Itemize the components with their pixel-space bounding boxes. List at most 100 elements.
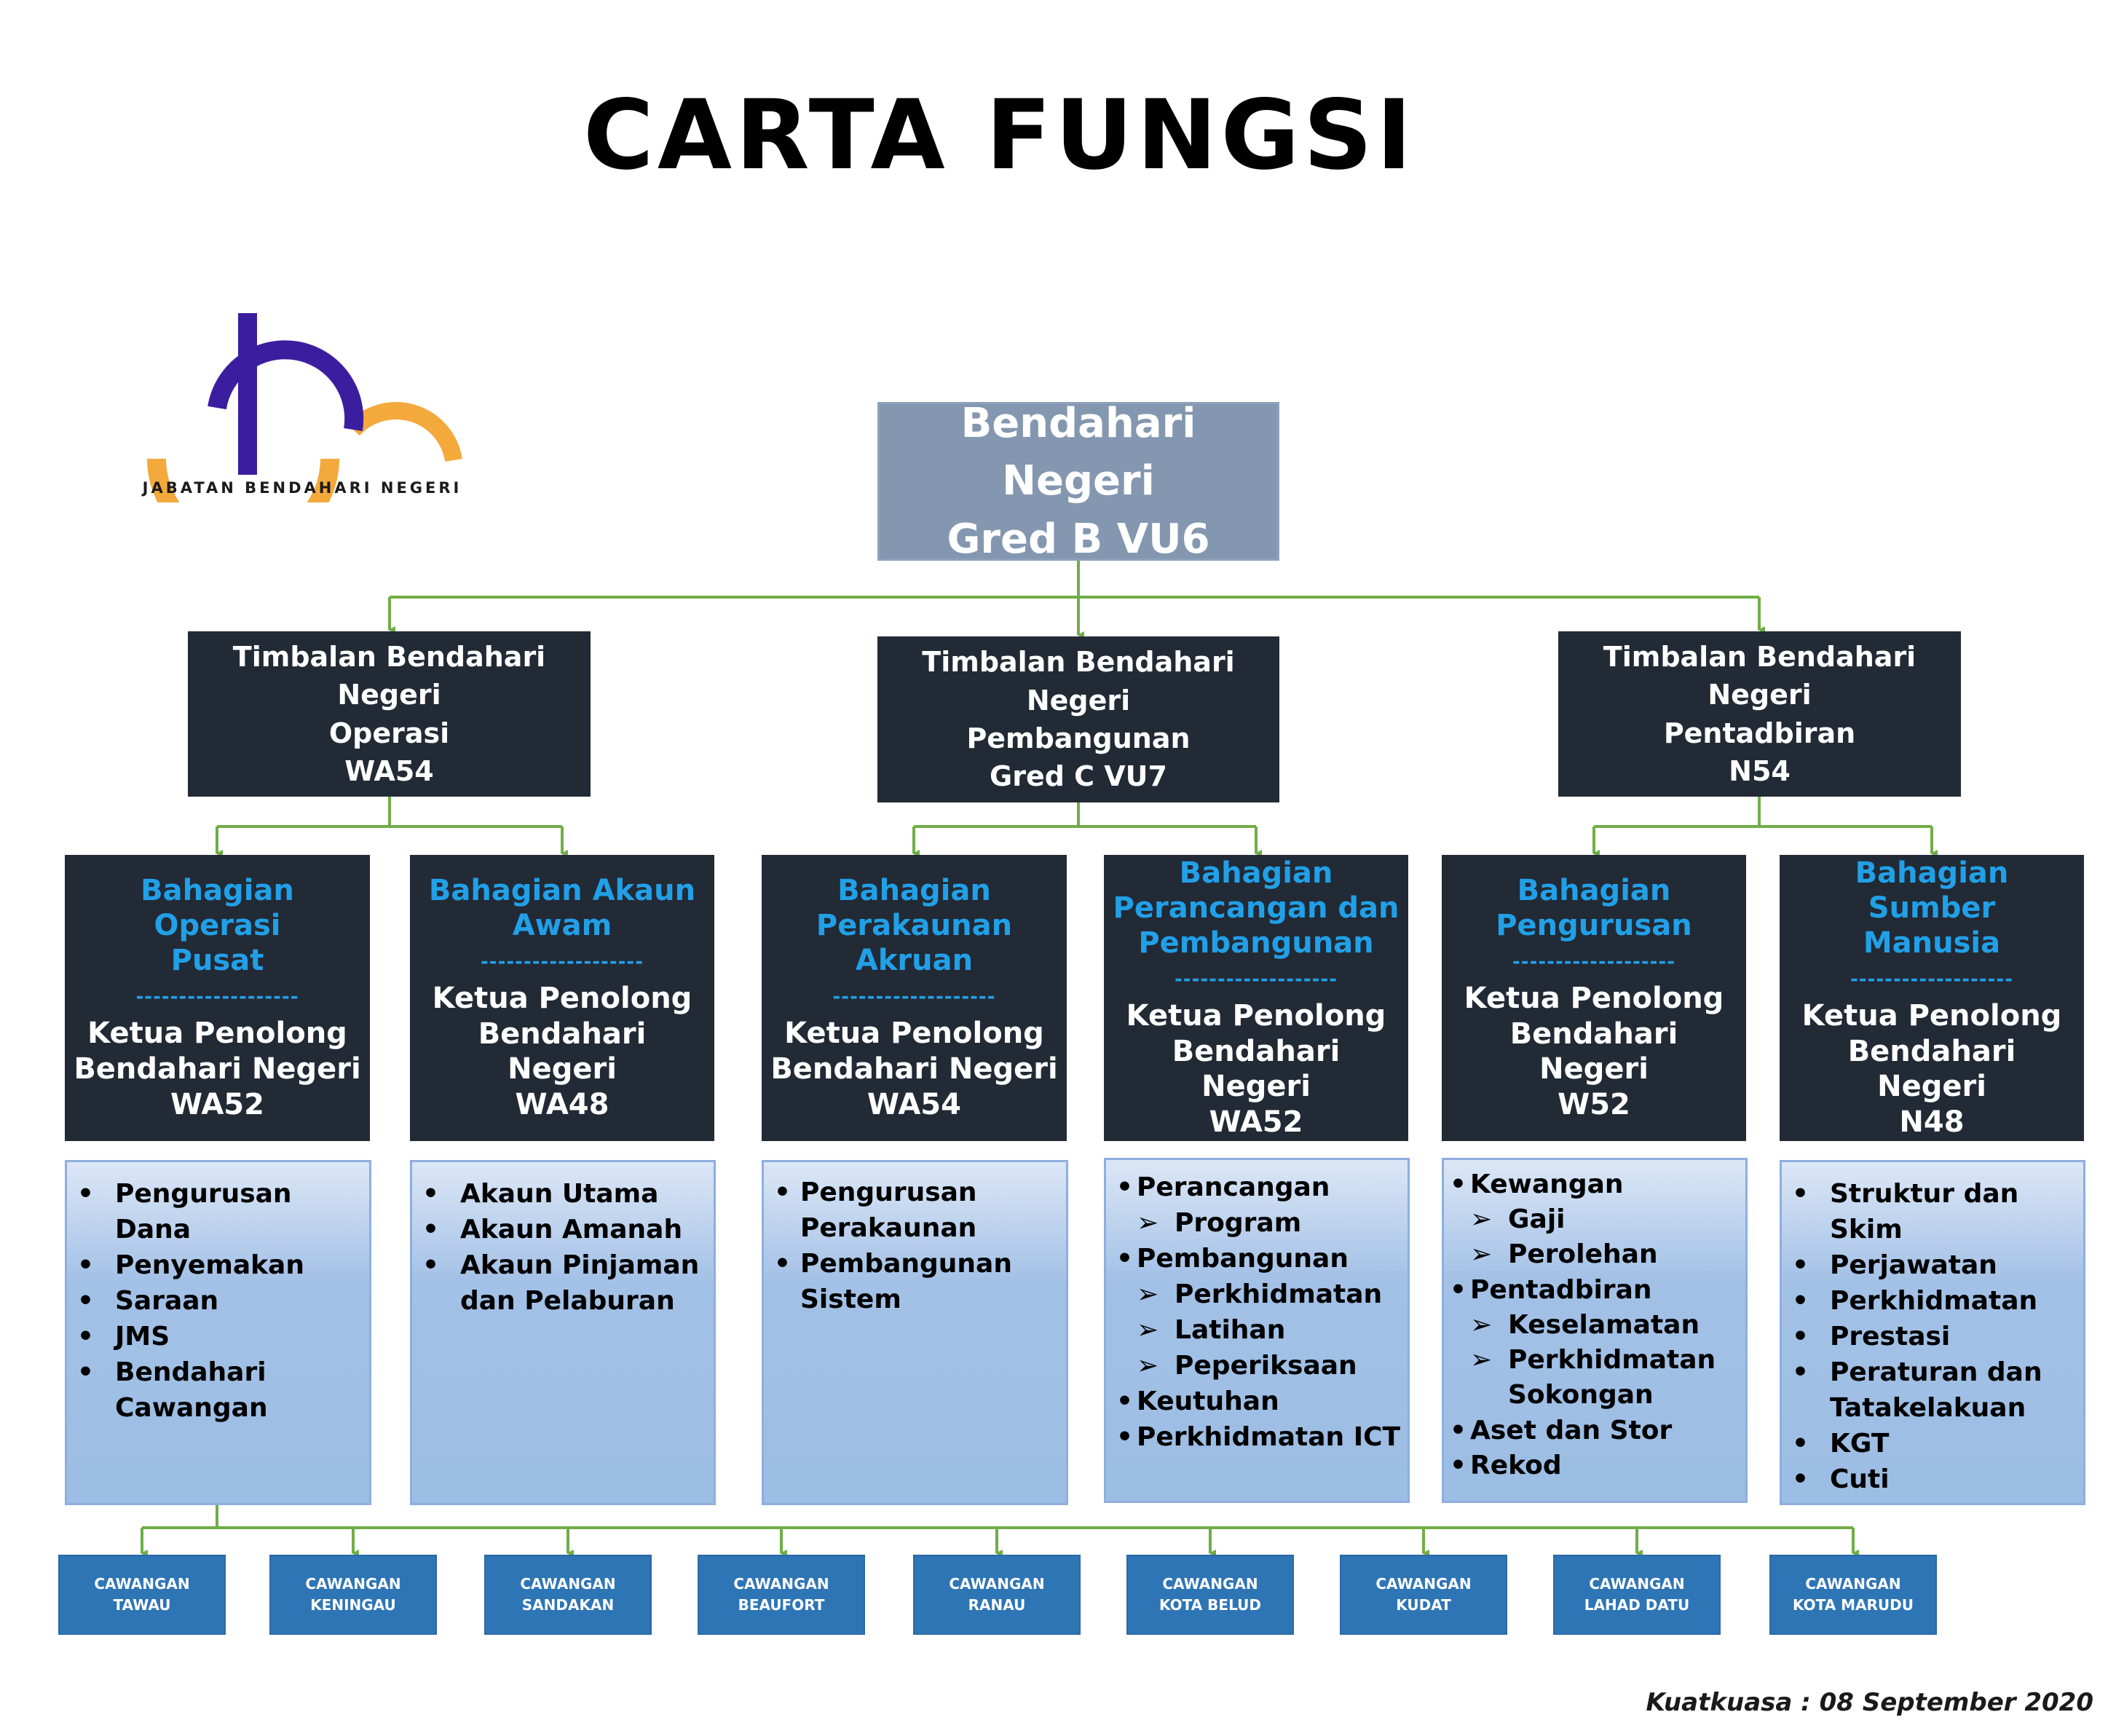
deputy-pembangunan-line1: Timbalan Bendahari Negeri <box>922 646 1235 717</box>
functions-perancangan-pembangunan: Perancangan Program Pembangunan Perkhidm… <box>1104 1158 1410 1503</box>
division-role-line: Ketua Penolong <box>1801 998 2062 1033</box>
branch-label: CAWANGAN <box>1805 1575 1901 1593</box>
list-subitem: Keselamatan <box>1470 1308 1742 1343</box>
list-item: Aset dan Stor <box>1450 1413 1742 1448</box>
functions-akaun-awam: Akaun Utama Akaun Amanah Akaun Pinjamand… <box>410 1160 716 1505</box>
branch-name: LAHAD DATU <box>1584 1596 1690 1614</box>
division-role-line: WA54 <box>867 1087 961 1121</box>
division-name-line: Perancangan dan <box>1113 891 1400 925</box>
division-name-line: Awam <box>512 909 612 942</box>
branch-tawau: CAWANGAN TAWAU <box>58 1555 226 1635</box>
division-name-line: Bahagian Sumber <box>1855 856 2009 925</box>
list-item: Pengurusan Dana <box>71 1177 365 1248</box>
list-subitem: Gaji <box>1470 1202 1742 1237</box>
box-bahagian-akaun-awam: Bahagian Akaun Awam ------------------- … <box>410 855 714 1141</box>
deputy-pentadbiran-line1: Timbalan Bendahari Negeri <box>1603 640 1916 711</box>
division-name-line: Bahagian <box>1517 874 1671 907</box>
box-bahagian-perakaunan-akruan: Bahagian Perakaunan Akruan -------------… <box>762 855 1067 1141</box>
division-separator: ------------------- <box>480 951 644 973</box>
branch-label: CAWANGAN <box>1375 1575 1472 1593</box>
branch-kota-marudu: CAWANGAN KOTA MARUDU <box>1769 1555 1937 1635</box>
division-role-line: Ketua Penolong <box>87 1017 347 1051</box>
division-name-line: Bahagian Operasi <box>141 874 294 943</box>
functions-sumber-manusia: Struktur dan Skim Perjawatan Perkhidmata… <box>1780 1160 2085 1505</box>
division-name-line: Manusia <box>1863 926 2001 960</box>
box-bahagian-pengurusan: Bahagian Pengurusan ------------------- … <box>1442 855 1746 1141</box>
list-item: Perjawatan <box>1786 1248 2080 1284</box>
division-separator: ------------------- <box>1512 951 1676 973</box>
branch-label: CAWANGAN <box>94 1575 190 1593</box>
list-item: Pembangunan Perkhidmatan Latihan Peperik… <box>1116 1242 1405 1384</box>
box-bahagian-operasi-pusat: Bahagian Operasi Pusat -----------------… <box>65 855 370 1141</box>
branch-label: CAWANGAN <box>520 1575 616 1593</box>
division-name-line: Bahagian Akaun <box>428 874 696 907</box>
list-item: Kewangan Gaji Perolehan <box>1450 1167 1742 1273</box>
branch-lahad-datu: CAWANGAN LAHAD DATU <box>1553 1555 1721 1635</box>
division-name-line: Perakaunan <box>816 909 1013 943</box>
division-role-line: Ketua Penolong <box>432 981 692 1015</box>
division-separator: ------------------- <box>832 986 996 1009</box>
division-role-line: Ketua Penolong <box>784 1017 1044 1051</box>
box-bahagian-sumber-manusia: Bahagian Sumber Manusia ----------------… <box>1780 855 2084 1141</box>
division-role-line: W52 <box>1558 1088 1630 1122</box>
box-timbalan-operasi: Timbalan Bendahari Negeri Operasi WA54 <box>188 631 591 797</box>
functions-pengurusan: Kewangan Gaji Perolehan Pentadbiran Kese… <box>1442 1158 1748 1503</box>
division-role-line: Bendahari Negeri <box>1847 1034 2016 1104</box>
logo-purple-bowl <box>208 340 364 432</box>
list-item: Cuti <box>1786 1462 2080 1498</box>
top-box-line1: Bendahari Negeri <box>960 399 1196 505</box>
effective-date: Kuatkuasa : 08 September 2020 <box>1646 1688 2093 1717</box>
deputy-operasi-line2: Operasi <box>328 717 450 749</box>
branch-name: TAWAU <box>113 1596 171 1614</box>
logo-orange-arc-left <box>147 458 339 502</box>
deputy-pentadbiran-line2: Pentadbiran <box>1663 717 1856 749</box>
list-item: Struktur dan Skim <box>1786 1177 2080 1248</box>
list-subitem: Perkhidmatan <box>1137 1277 1405 1313</box>
list-subitem: Latihan <box>1137 1313 1405 1349</box>
division-role-line: Bendahari Negeri <box>74 1052 361 1086</box>
division-separator: ------------------- <box>1174 968 1338 990</box>
division-name-line: Pengurusan <box>1496 909 1692 942</box>
division-role-line: N48 <box>1899 1105 1965 1140</box>
division-name-line: Bahagian <box>1179 856 1333 890</box>
branch-label: CAWANGAN <box>733 1575 829 1593</box>
list-subitem: Perolehan <box>1470 1237 1742 1272</box>
branch-kudat: CAWANGAN KUDAT <box>1340 1555 1507 1635</box>
deputy-pentadbiran-line3: N54 <box>1729 754 1791 787</box>
division-separator: ------------------- <box>135 986 299 1009</box>
deputy-operasi-line3: WA54 <box>344 754 434 787</box>
division-role-line: WA52 <box>170 1087 264 1121</box>
deputy-pembangunan-line2: Pembangunan <box>966 722 1191 754</box>
logo-text: JABATAN BENDAHARI NEGERI <box>142 479 462 497</box>
branch-sandakan: CAWANGAN SANDAKAN <box>484 1555 652 1635</box>
box-bahagian-perancangan-pembangunan: Bahagian Perancangan dan Pembangunan ---… <box>1104 855 1408 1141</box>
branch-name: BEAUFORT <box>738 1596 825 1614</box>
branch-label: CAWANGAN <box>949 1575 1045 1593</box>
division-name-line: Akruan <box>855 944 974 978</box>
logo-orange-arc-right <box>347 402 462 462</box>
list-item: Perkhidmatan ICT <box>1116 1420 1405 1456</box>
branch-name: KUDAT <box>1396 1596 1451 1614</box>
branch-name: RANAU <box>968 1596 1026 1614</box>
division-role-line: WA48 <box>515 1088 609 1122</box>
list-item: Penyemakan <box>71 1248 365 1284</box>
list-item: Saraan <box>71 1284 365 1319</box>
deputy-operasi-line1: Timbalan Bendahari Negeri <box>232 640 546 711</box>
branch-label: CAWANGAN <box>305 1575 401 1593</box>
division-name-line: Pusat <box>170 944 264 978</box>
branch-name: SANDAKAN <box>521 1596 615 1614</box>
list-item: KGT <box>1786 1427 2080 1462</box>
branch-beaufort: CAWANGAN BEAUFORT <box>698 1555 865 1635</box>
branch-label: CAWANGAN <box>1162 1575 1258 1593</box>
top-box-line2: Gred B VU6 <box>947 515 1210 563</box>
list-item: Perkhidmatan <box>1786 1284 2080 1319</box>
branch-ranau: CAWANGAN RANAU <box>913 1555 1081 1635</box>
branch-kota-belud: CAWANGAN KOTA BELUD <box>1126 1555 1294 1635</box>
